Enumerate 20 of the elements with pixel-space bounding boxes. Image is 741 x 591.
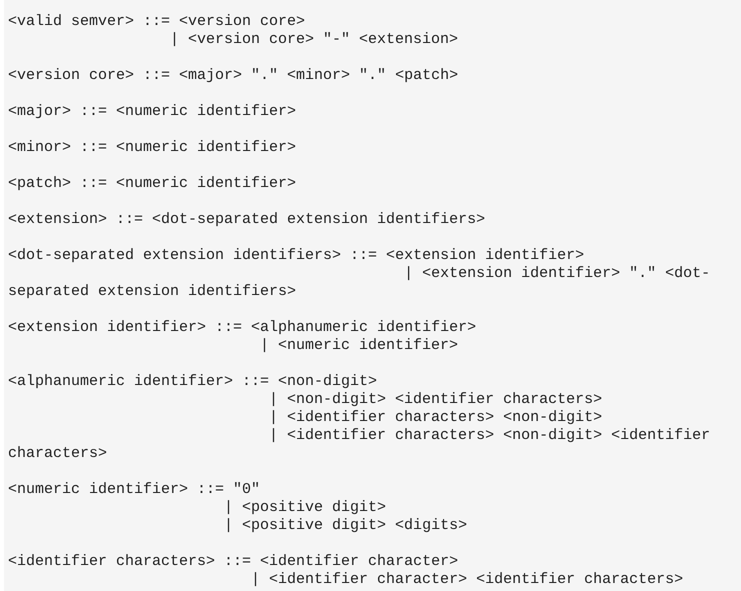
grammar-rule-line: | <identifier character> <identifier characters> — [250, 571, 684, 589]
grammar-rule-line: | <version core> "-" <extension> — [169, 31, 460, 49]
grammar-rule-line: <extension> ::= <dot-separated extension identifiers> — [8, 211, 486, 229]
grammar-rule-line: <alphanumeric identifier> ::= <non-digit> — [8, 373, 378, 391]
grammar-rule-line: <valid semver> ::= <version core> — [8, 13, 306, 31]
grammar-rule-line: <dot-separated extension identifiers> ::= <extension identifier> — [8, 247, 586, 265]
grammar-rule-line: <version core> ::= <major> "." <minor> "." <patch> — [8, 67, 460, 85]
grammar-rule-line: <patch> ::= <numeric identifier> — [8, 175, 298, 193]
grammar-rule-line: | <extension identifier> "." <dot-separated extension identifiers> — [8, 265, 712, 301]
grammar-rule-line: | <identifier characters> <non-digit> — [268, 409, 604, 427]
grammar-rule-line: <extension identifier> ::= <alphanumeric identifier> — [8, 319, 478, 337]
grammar-rule-line: | <positive digit> <digits> — [223, 517, 468, 535]
grammar-rule-line: | <identifier characters> <non-digit> <identifier characters> — [8, 427, 712, 463]
grammar-rule-line: | <positive digit> — [223, 499, 388, 517]
grammar-rule-line: <identifier characters> ::= <identifier character> — [8, 553, 460, 571]
grammar-rule-line: <numeric identifier> ::= "0" — [8, 481, 262, 499]
grammar-rule-line: | <non-digit> <identifier characters> — [268, 391, 604, 409]
grammar-rule-line: <major> ::= <numeric identifier> — [8, 103, 298, 121]
grammar-rule-line: <minor> ::= <numeric identifier> — [8, 139, 298, 157]
grammar-rule-line: | <numeric identifier> — [259, 337, 460, 355]
